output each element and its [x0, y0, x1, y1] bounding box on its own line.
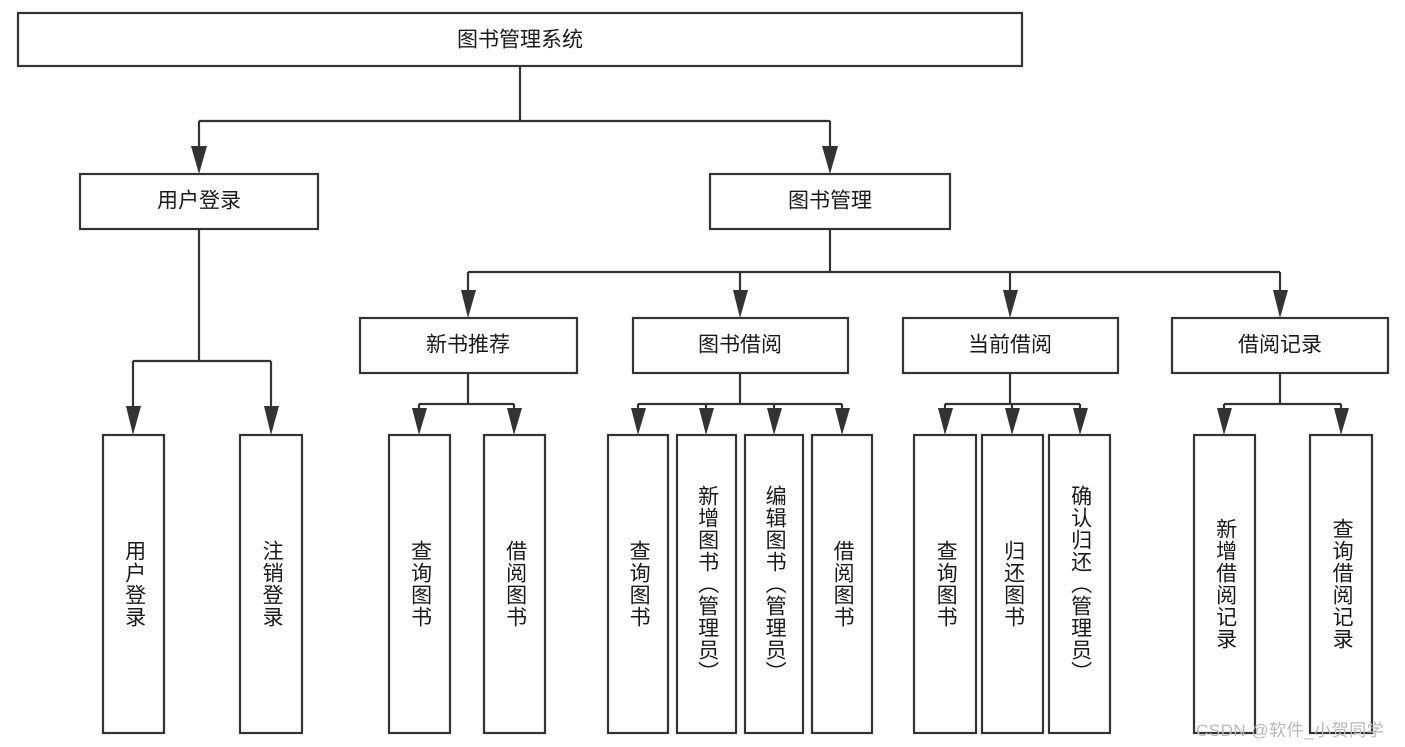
arrow-head-borrow-record: [1273, 290, 1288, 318]
connector-group-book-manage: [461, 229, 1288, 318]
node-box-new-book-recommend[interactable]: [358, 316, 579, 375]
connector-group-user-login: [126, 229, 279, 435]
arrow-head-book-manage: [822, 146, 838, 174]
node-box-book-manage[interactable]: [708, 172, 952, 231]
arrow-head-book-borrow: [733, 290, 748, 318]
node-box-leaf-edit-book[interactable]: [743, 433, 805, 735]
node-label-book-borrow: 图书借阅: [698, 334, 782, 357]
node-box-leaf-user-login[interactable]: [101, 433, 166, 735]
node-box-leaf-borrow-book[interactable]: [810, 433, 874, 735]
arrow-head-current-borrow: [1003, 290, 1018, 318]
connector-group-book-borrow: [631, 373, 850, 435]
node-label-book-manage: 图书管理: [788, 190, 872, 213]
arrow-head-leaf-borrow-book: [835, 408, 850, 435]
node-box-leaf-borrow-book-rec[interactable]: [482, 433, 547, 735]
node-box-book-borrow[interactable]: [631, 316, 850, 375]
node-label-current-borrow: 当前借阅: [968, 334, 1052, 357]
arrow-head-user-login: [191, 146, 207, 174]
node-box-root[interactable]: [16, 11, 1024, 68]
arrow-head-leaf-borrow-book-rec: [507, 408, 522, 435]
node-box-leaf-query-book-borrow[interactable]: [606, 433, 670, 735]
node-label-user-login: 用户登录: [157, 190, 241, 213]
connector-group-borrow-record: [1217, 373, 1349, 435]
csdn-watermark: CSDN @软件_小贺同学: [1196, 721, 1385, 740]
arrow-head-leaf-confirm-return: [1073, 408, 1088, 435]
arrow-head-leaf-add-borrow-record: [1217, 408, 1232, 435]
node-box-leaf-return-book[interactable]: [980, 433, 1045, 735]
node-box-leaf-confirm-return[interactable]: [1047, 433, 1112, 735]
node-box-current-borrow[interactable]: [901, 316, 1120, 375]
node-label-new-book-recommend: 新书推荐: [426, 334, 510, 357]
arrow-head-new-book-recommend: [461, 290, 476, 318]
node-label-borrow-record: 借阅记录: [1238, 334, 1322, 357]
arrow-head-leaf-return-book: [1005, 408, 1020, 435]
node-box-leaf-query-book-rec[interactable]: [387, 433, 452, 735]
arrow-head-leaf-query-borrow-record: [1334, 408, 1349, 435]
arrow-head-leaf-edit-book: [767, 408, 782, 435]
node-box-leaf-query-book-current[interactable]: [912, 433, 978, 735]
node-box-leaf-query-borrow-record[interactable]: [1308, 433, 1374, 735]
connector-group-root: [191, 66, 838, 174]
arrow-head-leaf-user-login: [126, 406, 141, 435]
arrow-head-leaf-query-book-borrow: [631, 408, 646, 435]
node-label-root: 图书管理系统: [457, 29, 583, 52]
connector-group-new-book-recommend: [412, 373, 522, 435]
node-box-user-login[interactable]: [78, 172, 320, 231]
node-box-leaf-logout[interactable]: [238, 433, 304, 735]
connector-group-current-borrow: [938, 373, 1088, 435]
arrow-head-leaf-query-book-current: [938, 408, 953, 435]
arrow-head-leaf-query-book-rec: [412, 408, 427, 435]
arrow-head-leaf-logout: [264, 406, 279, 435]
node-box-leaf-add-book[interactable]: [675, 433, 738, 735]
arrow-head-leaf-add-book: [699, 408, 714, 435]
node-box-leaf-add-borrow-record[interactable]: [1192, 433, 1257, 735]
node-box-borrow-record[interactable]: [1170, 316, 1390, 375]
